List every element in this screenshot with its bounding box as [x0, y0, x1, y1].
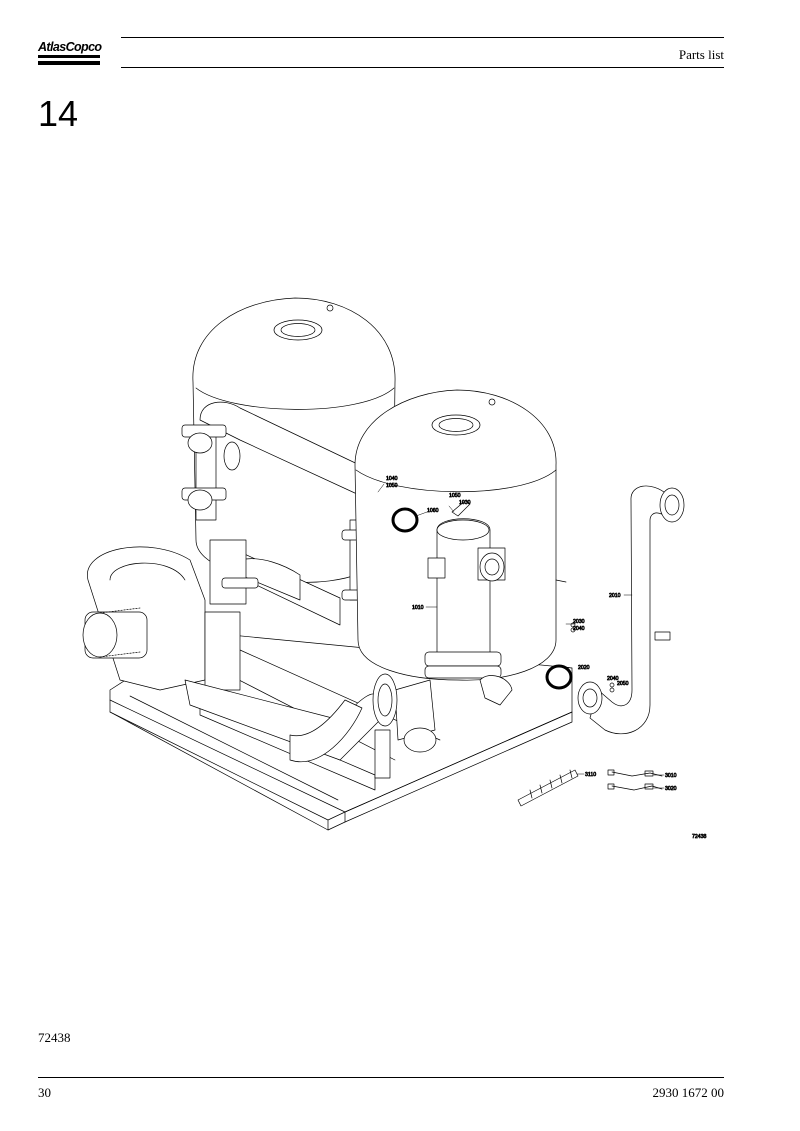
callout-2030: 2030	[573, 619, 585, 625]
header-rule-bottom	[121, 67, 724, 68]
page-number: 30	[38, 1085, 51, 1100]
figure-reference: 72438	[38, 1030, 71, 1045]
callout-2020: 2020	[578, 665, 590, 671]
callout-1050-b: 1050	[449, 493, 461, 499]
callout-2010: 2010	[609, 593, 621, 599]
leader-lines	[377, 483, 665, 789]
footer-rule	[38, 1077, 724, 1078]
ring-1060	[391, 507, 419, 533]
callout-1010: 1010	[412, 605, 424, 611]
callout-2050: 2050	[617, 681, 629, 687]
figure-id-small: 72438	[692, 834, 707, 840]
fitting-2040-lower	[609, 682, 615, 688]
header-rule-top	[121, 37, 724, 38]
callout-3110: 3110	[585, 772, 596, 778]
callout-1030: 1030	[459, 500, 471, 506]
atlas-copco-logo: AtlasCopco	[38, 40, 102, 67]
blower-assembly	[82, 546, 381, 791]
cable-rack-3110	[517, 769, 579, 807]
outlet-pipe	[577, 485, 685, 735]
central-filter	[424, 499, 506, 679]
logo-bar-top	[38, 55, 100, 58]
callout-1060: 1060	[427, 508, 439, 514]
section-number: 14	[38, 93, 79, 134]
callout-1050: 1050	[386, 483, 398, 489]
document-number: 2930 1672 00	[652, 1085, 725, 1100]
callout-2040-b: 2040	[607, 676, 619, 682]
header-title: Parts list	[678, 47, 724, 62]
cable-3020	[607, 783, 663, 791]
logo-bar-bottom	[38, 61, 100, 65]
callout-1040: 1040	[386, 476, 398, 482]
rear-piping	[181, 401, 396, 626]
callout-3020: 3020	[665, 786, 677, 792]
fitting-2030	[570, 622, 576, 628]
callout-2040: 2040	[573, 626, 585, 632]
fitting-2050	[609, 687, 615, 693]
fitting-2040	[570, 627, 576, 633]
cable-3010	[607, 769, 663, 777]
valve-block	[372, 673, 513, 779]
callout-3010: 3010	[665, 773, 677, 779]
logo-wordmark: AtlasCopco	[38, 40, 102, 54]
ring-2020	[545, 664, 573, 690]
